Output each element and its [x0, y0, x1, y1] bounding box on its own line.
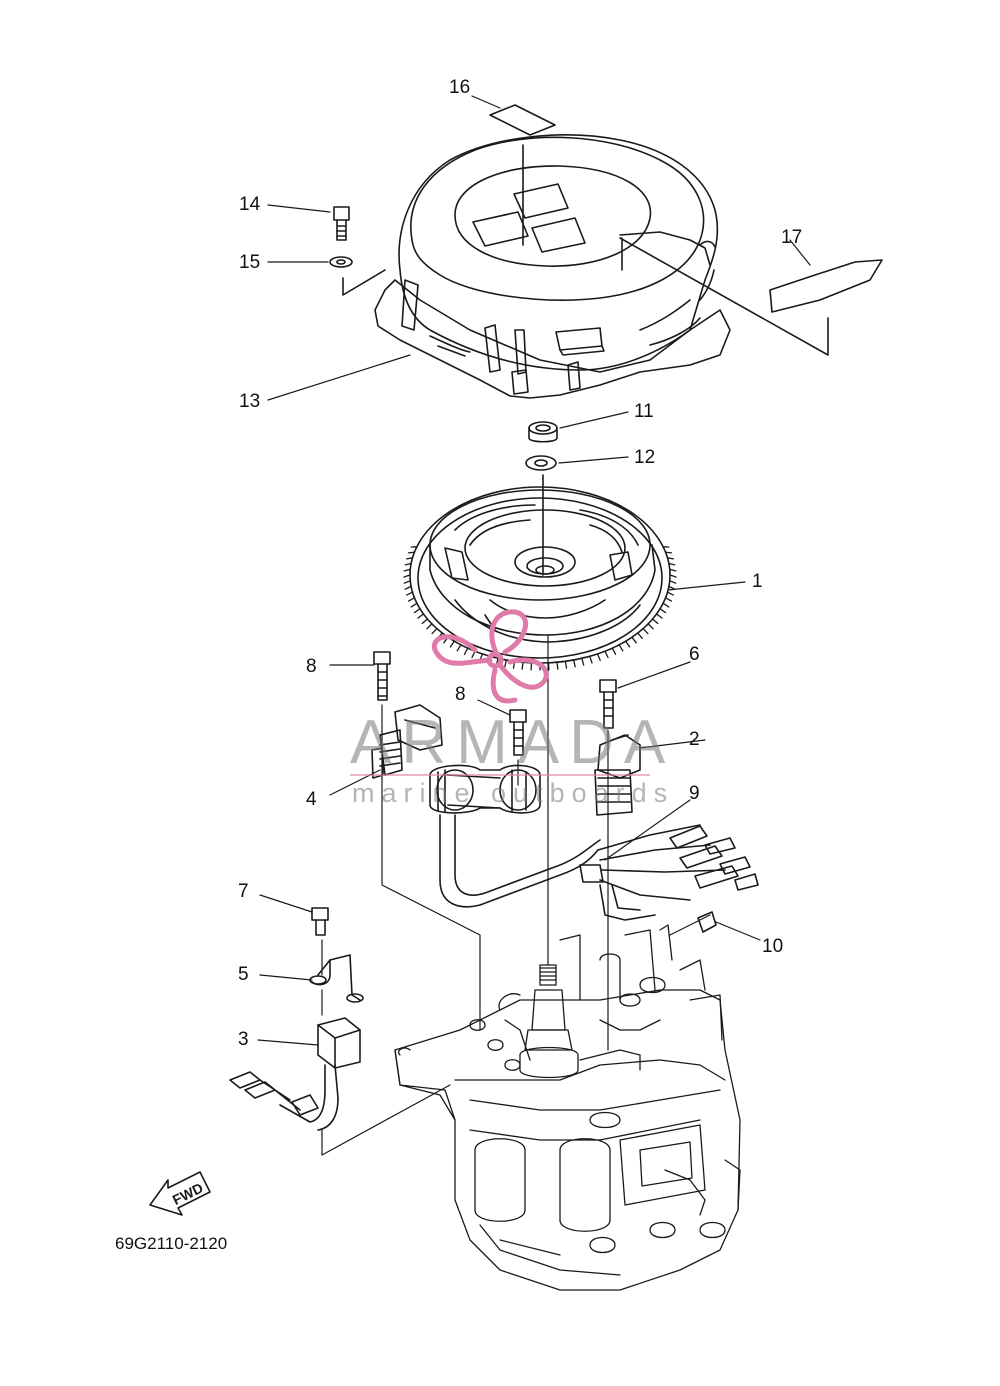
warning-label — [770, 260, 882, 312]
gear-tooth — [666, 552, 672, 553]
gear-tooth — [648, 624, 653, 629]
flywheel-washer — [526, 456, 556, 470]
gear-tooth — [638, 633, 643, 638]
cover-bolt — [334, 207, 349, 240]
ignition-coil — [230, 1018, 360, 1130]
gear-tooth — [626, 641, 630, 647]
gear-tooth — [418, 614, 423, 618]
cover-washer — [330, 257, 352, 267]
powerhead-block — [395, 925, 740, 1290]
gear-tooth — [574, 660, 576, 667]
forward-direction-arrow: FWD — [150, 1172, 210, 1215]
part-label-12[interactable]: 12 — [634, 448, 655, 467]
gear-tooth — [666, 598, 672, 601]
gear-tooth — [404, 581, 410, 583]
part-label-5[interactable]: 5 — [238, 965, 249, 984]
ignition-bracket — [310, 955, 363, 1002]
part-label-3[interactable]: 3 — [238, 1030, 249, 1049]
part-label-9[interactable]: 9 — [689, 784, 700, 803]
gear-tooth — [414, 609, 420, 613]
gear-tooth — [670, 575, 676, 577]
gear-tooth — [409, 598, 415, 601]
part-label-2[interactable]: 2 — [689, 730, 700, 749]
part-label-6[interactable]: 6 — [689, 645, 700, 664]
part-label-11[interactable]: 11 — [634, 402, 654, 421]
part-label-8-left[interactable]: 8 — [306, 657, 317, 676]
cover-bolt-guide — [343, 270, 385, 295]
wire-harness — [440, 815, 758, 920]
gear-tooth — [590, 656, 592, 663]
leader-lines — [258, 96, 810, 1045]
gear-tooth — [663, 603, 669, 607]
gear-tooth — [653, 619, 658, 624]
part-label-4[interactable]: 4 — [306, 790, 317, 809]
gear-tooth — [670, 581, 676, 583]
ignition-bolt — [312, 908, 328, 935]
watermark-logo — [425, 600, 565, 710]
part-label-14[interactable]: 14 — [239, 195, 260, 214]
label-plate — [490, 105, 555, 135]
part-label-17[interactable]: 17 — [781, 228, 802, 247]
gear-tooth — [407, 592, 413, 595]
gear-tooth — [411, 603, 417, 607]
gear-tooth — [565, 661, 566, 668]
watermark-brand-name: ARMADA — [350, 712, 675, 774]
part-label-16[interactable]: 16 — [449, 78, 470, 97]
part-label-1[interactable]: 1 — [752, 572, 763, 591]
gear-tooth — [598, 654, 601, 661]
part-label-8-middle[interactable]: 8 — [455, 685, 466, 704]
gear-tooth — [404, 575, 410, 577]
gear-tooth — [612, 648, 615, 654]
gear-tooth — [405, 587, 411, 590]
flywheel-cover — [375, 135, 730, 398]
part-label-15[interactable]: 15 — [239, 253, 260, 272]
wire-grommet — [698, 912, 716, 932]
gear-tooth — [657, 614, 662, 618]
part-label-13[interactable]: 13 — [239, 392, 260, 411]
watermark-subtitle: marine outboards — [352, 780, 674, 807]
gear-tooth — [619, 645, 623, 651]
gear-tooth — [582, 658, 584, 665]
part-label-10[interactable]: 10 — [762, 937, 783, 956]
stator-bolt-left — [374, 652, 390, 700]
gear-tooth — [660, 609, 666, 613]
gear-tooth — [605, 651, 608, 657]
drawing-reference-code: 69G2110-2120 — [115, 1234, 227, 1254]
watermark-underline — [350, 774, 650, 776]
gear-tooth — [643, 629, 648, 634]
gear-tooth — [669, 587, 675, 590]
flywheel-nut — [529, 422, 557, 442]
gear-tooth — [409, 552, 415, 553]
gear-tooth — [668, 592, 674, 595]
part-label-7[interactable]: 7 — [238, 882, 249, 901]
gear-tooth — [632, 637, 636, 643]
